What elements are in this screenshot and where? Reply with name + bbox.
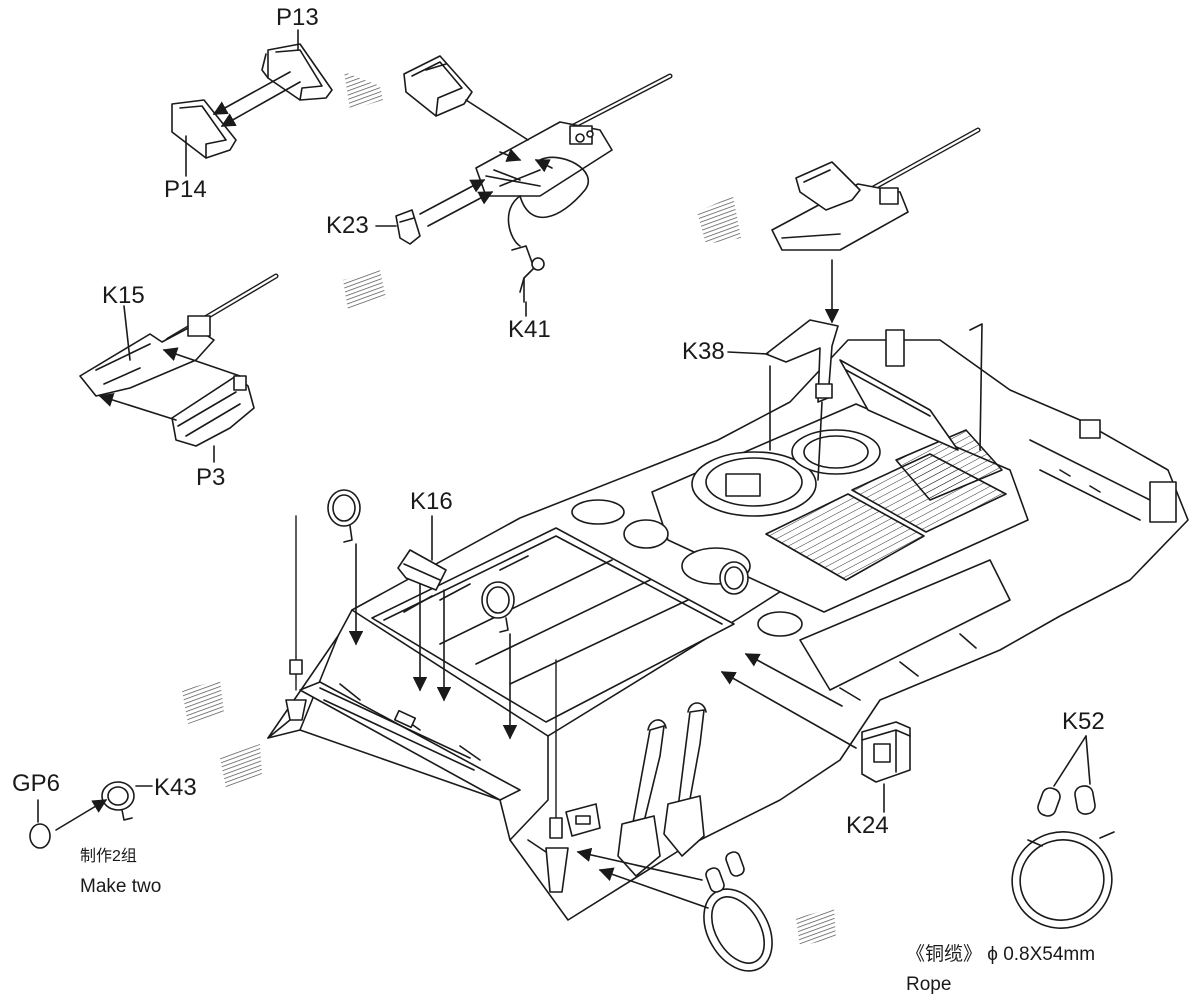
assembly-line-shield-to-gun [465,99,529,141]
assembly-line-k38-to-ring-b [817,401,823,481]
part-k15 [79,273,279,397]
part-p14 [171,99,237,159]
part-gp6 [29,823,51,849]
callout-gp6: GP6 [12,770,61,797]
note-rope-spec: 《铜缆》 ϕ 0.8X54mm [906,944,1096,965]
periscope-mirror-3 [719,561,749,595]
callout-p13: P13 [276,4,319,31]
callout-k24: K24 [846,812,889,839]
assembly-arrow-p13-p14-a [212,71,291,115]
callout-k41: K41 [508,316,551,343]
callout-p3: P3 [196,464,226,491]
part-k24 [861,721,911,783]
assembly-arrow-k23-a [419,179,486,215]
shovel-2 [663,702,707,857]
part-k23 [395,209,421,245]
periscope-mirror-1 [327,489,361,543]
leader-k52-b [1085,735,1091,785]
leader-k52-a [1053,735,1087,787]
tow-cable-front [703,851,773,972]
assembly-arrow-p3-k15-a [162,347,241,377]
note-rope-en: Rope [906,974,952,995]
callout-k38: K38 [682,338,725,365]
antenna-left [285,515,307,721]
part-k38 [765,319,839,403]
antenna-front [527,659,569,893]
assembly-arrow-k24 [720,671,857,749]
note-make-two-en: Make two [80,876,162,897]
machine-gun-top-center [475,73,673,247]
vehicle-hull [267,323,1189,921]
callout-k52: K52 [1062,708,1105,735]
assembly-arrow-gp6 [55,799,108,831]
assembly-arrow-cable-b [598,867,709,909]
assembly-arrow-shield-front [534,159,553,173]
callout-k16: K16 [410,488,453,515]
note-make-two-cn: 制作2组 [80,848,137,865]
part-k43 [101,781,135,821]
gun-shield-top-center [403,55,473,117]
leader-k38 [727,351,769,355]
assembly-arrow-cable [576,847,703,881]
part-k52-rope [1011,785,1115,929]
assembly-arrow-k24-b [744,653,843,707]
part-p13 [261,43,333,101]
callout-p14: P14 [164,176,207,203]
part-k41 [511,245,545,303]
assembly-arrow-p3-k15-b [98,393,177,421]
motion-hatch-marks [182,72,836,946]
shovel-1 [617,719,667,877]
stowage-box [565,803,601,837]
callout-k43: K43 [154,774,197,801]
periscope-mirror-2 [481,581,515,633]
machine-gun-upper-right [771,127,981,251]
assembly-arrow-p13-p14-b [220,81,301,127]
assembly-arrow-shield-rear [499,148,522,162]
callout-k23: K23 [326,212,369,239]
callout-k15: K15 [102,282,145,309]
assembly-arrow-k23-b [427,191,494,227]
leader-k15 [123,305,131,361]
part-p3 [171,375,255,447]
part-k16 [397,549,447,591]
